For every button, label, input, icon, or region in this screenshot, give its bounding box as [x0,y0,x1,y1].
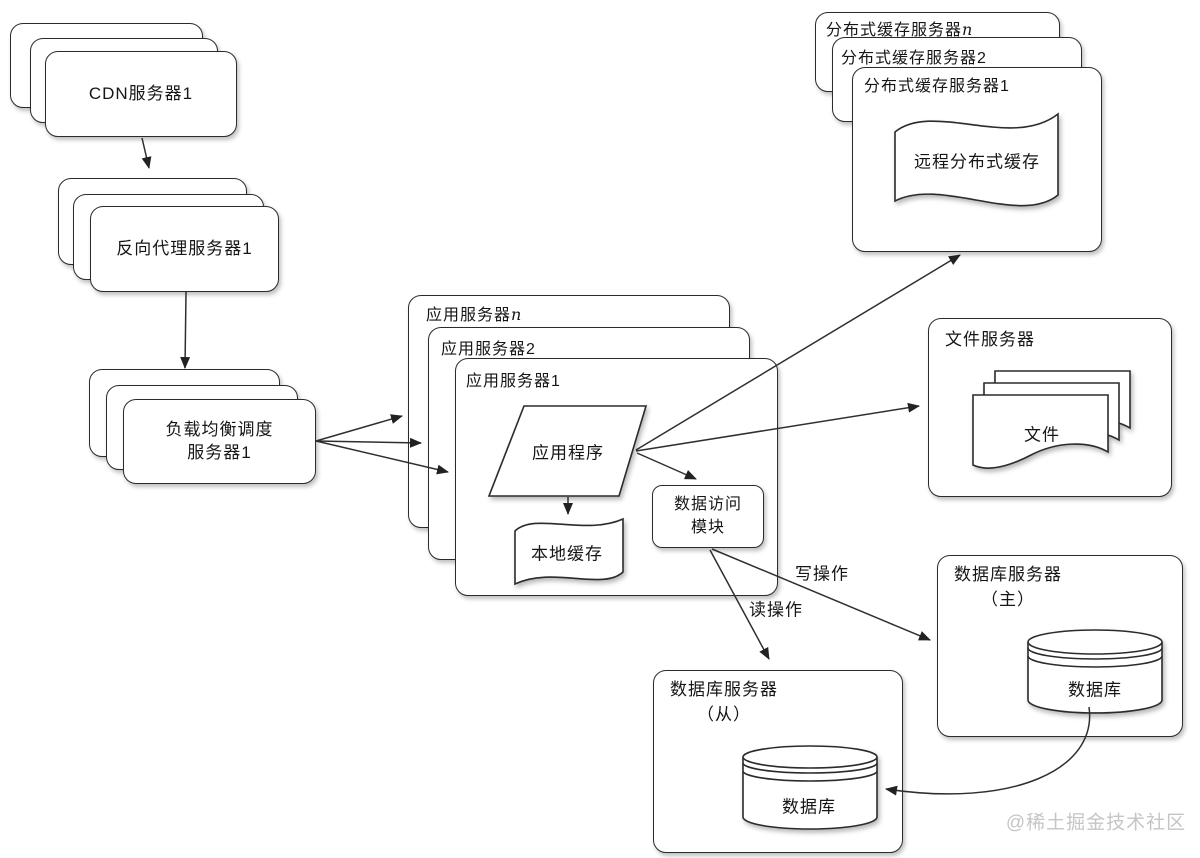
cache-server-1-label: 分布式缓存服务器1 [864,78,1010,95]
local-cache-label: 本地缓存 [531,544,603,564]
app-server-n-label-suffix: n [511,305,523,324]
load-balancer-label: 负载均衡调度 服务器1 [166,419,274,465]
application-label: 应用程序 [532,443,604,463]
data-access-module-box: 数据访问 模块 [652,485,764,548]
reverse-proxy-box: 反向代理服务器1 [90,206,279,292]
db-master-title-line2: （主） [981,590,1035,609]
cache-server-n-label-prefix: 分布式缓存服务器 [826,22,963,39]
arrow-cdn-to-proxy [141,137,152,169]
app-server-n-label: 应用服务器n [426,301,522,325]
load-balancer-box: 负载均衡调度 服务器1 [123,399,316,484]
data-access-module-label-line2: 模块 [690,518,725,536]
file-document-label: 文件 [1024,425,1060,445]
db-slave-box: 数据库服务器 （从） [653,670,903,853]
app-server-box-1: 应用服务器1 [455,358,778,596]
cache-server-n-label-suffix: n [962,20,974,39]
cdn-server-label: CDN服务器1 [88,83,194,103]
arrow-lb-to-app-2 [315,437,422,448]
file-server-box: 文件服务器 [928,318,1172,497]
cdn-server-box: CDN服务器1 [45,51,237,137]
db-slave-title: 数据库服务器 （从） [670,675,778,725]
arrow-lb-to-app-n [315,414,403,442]
app-server-2-label: 应用服务器2 [441,341,536,358]
arrow-proxy-to-lb [180,291,191,369]
read-operation-label: 读操作 [749,600,803,620]
cache-server-2-label: 分布式缓存服务器2 [841,50,987,67]
db-slave-database-label: 数据库 [782,797,836,817]
load-balancer-label-line1: 负载均衡调度 [165,419,274,439]
app-server-n-label-prefix: 应用服务器 [426,307,512,324]
db-master-database-label: 数据库 [1068,680,1122,700]
db-slave-title-line1: 数据库服务器 [670,680,778,699]
db-slave-title-line2: （从） [697,705,751,724]
app-server-1-label: 应用服务器1 [466,373,561,390]
juejin-watermark: @稀土掘金技术社区 [1005,812,1187,834]
load-balancer-label-line2: 服务器1 [187,442,252,462]
reverse-proxy-label: 反向代理服务器1 [116,238,253,258]
db-master-title-line1: 数据库服务器 [954,565,1062,584]
db-master-title: 数据库服务器 （主） [954,560,1062,610]
write-operation-label: 写操作 [795,564,849,584]
file-server-title: 文件服务器 [945,330,1035,349]
data-access-module-label-line1: 数据访问 [673,496,742,514]
cache-server-n-label: 分布式缓存服务器n [826,16,973,40]
db-master-box: 数据库服务器 （主） [937,555,1183,737]
remote-cache-label: 远程分布式缓存 [914,152,1040,172]
